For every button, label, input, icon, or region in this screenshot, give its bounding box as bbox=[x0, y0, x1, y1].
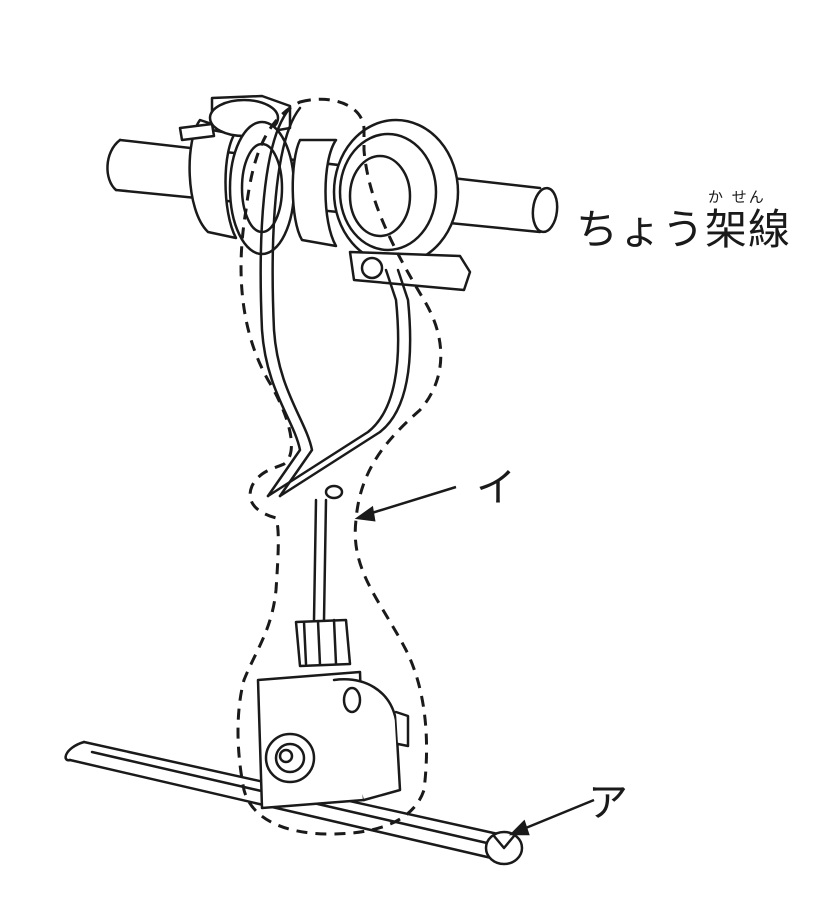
part-i-label: イ bbox=[476, 465, 516, 511]
top-clamp bbox=[178, 94, 472, 292]
hanger-loop bbox=[259, 106, 412, 622]
part-a-label: ア bbox=[588, 780, 628, 826]
bottom-clamp bbox=[256, 670, 410, 810]
hanger-dashed-outline bbox=[236, 97, 443, 836]
hex-nut bbox=[294, 618, 352, 668]
messenger-wire-ruby: か せん bbox=[708, 188, 766, 206]
messenger-wire-label: ちょう架線 bbox=[576, 205, 792, 254]
leader-lines bbox=[354, 485, 595, 836]
